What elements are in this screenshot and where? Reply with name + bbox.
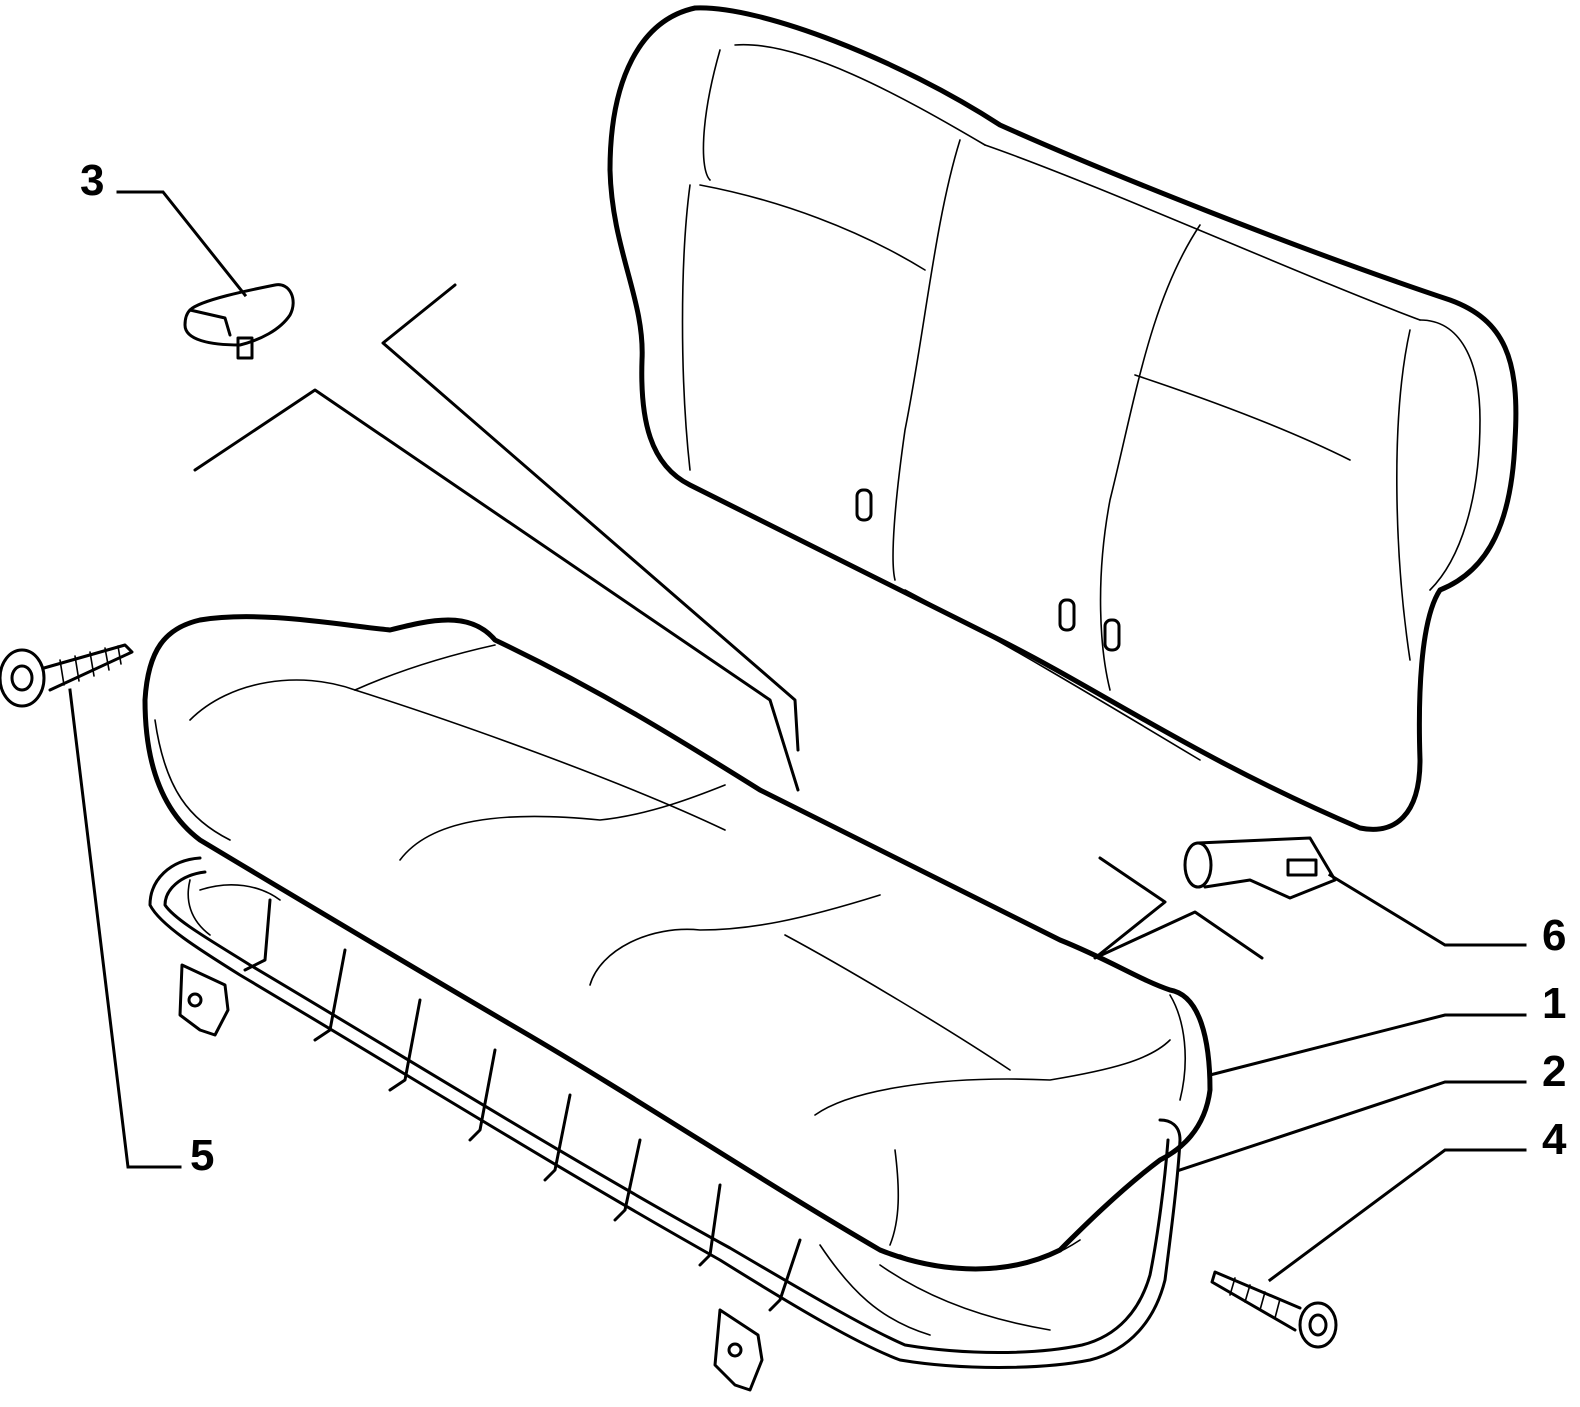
callout-5: 5 <box>190 1131 214 1180</box>
belt-guide-part <box>1183 836 1337 900</box>
screw-right-part <box>1210 1270 1338 1349</box>
callout-6: 6 <box>1542 911 1566 960</box>
leader-lines <box>68 190 1527 1283</box>
seat-frame <box>148 856 1182 1392</box>
callout-2: 2 <box>1542 1047 1566 1096</box>
screw-left-part <box>0 643 134 708</box>
callout-4: 4 <box>1542 1115 1567 1164</box>
callout-1: 1 <box>1542 979 1566 1028</box>
assembly-lines <box>193 283 1264 960</box>
seat-cushion <box>142 614 1213 1272</box>
belt-buckle-part <box>183 283 295 360</box>
callout-labels: 3 6 1 2 4 5 <box>80 156 1567 1180</box>
backrest <box>607 5 1519 832</box>
callout-3: 3 <box>80 156 104 205</box>
